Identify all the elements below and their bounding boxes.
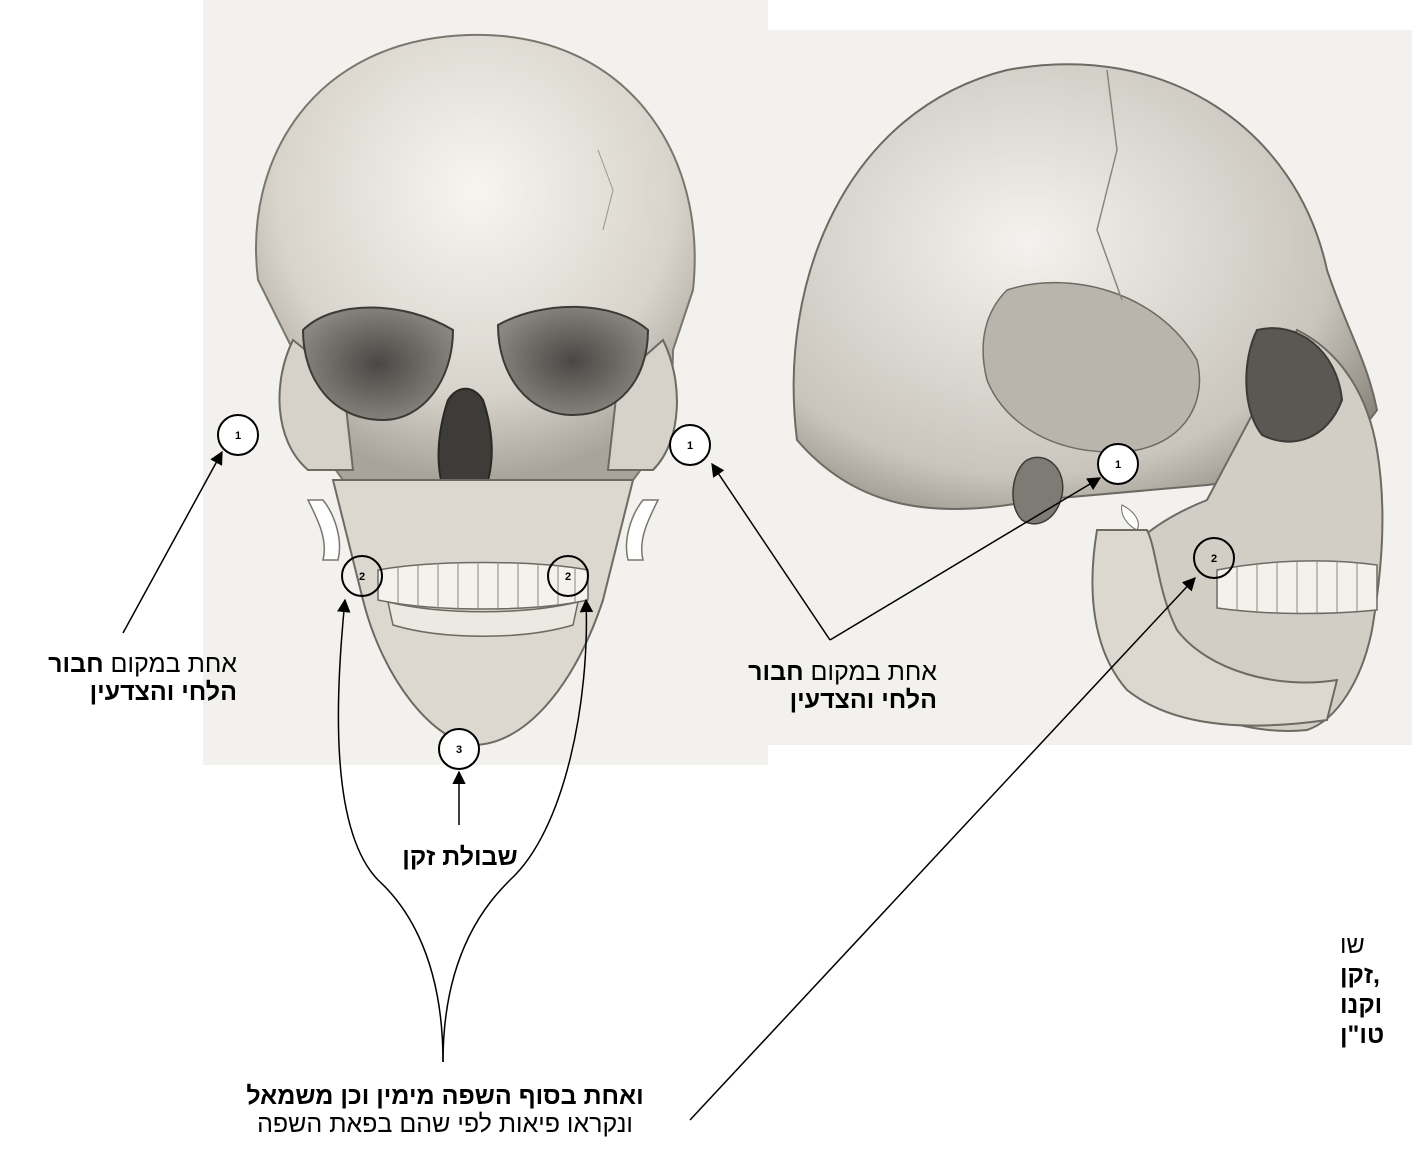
label-edge-line1: שו <box>1340 930 1412 960</box>
marker-number: 1 <box>235 430 241 442</box>
label-lip-ends-line2: ונקראו פיאות לפי שהם בפאת השפה <box>205 1110 685 1138</box>
marker-2-front-left: 2 <box>548 556 588 596</box>
label-lip-ends: ואחת בסוף השפה מימין וכן משמאל ונקראו פי… <box>205 1082 685 1138</box>
arrow-joint-front-left <box>712 464 830 640</box>
label-chin-text: שבולת זקן <box>402 843 517 871</box>
arrow-joint-side <box>830 478 1100 640</box>
arrow-lip-end-right <box>338 600 443 1062</box>
marker-number: 2 <box>1211 553 1217 565</box>
marker-1-front-right: 1 <box>218 415 258 455</box>
arrow-joint-front-right <box>123 452 222 633</box>
marker-1-side: 1 <box>1098 444 1138 484</box>
label-joint-prefix: אחת במקום <box>111 650 237 678</box>
marker-number: 1 <box>1115 459 1121 471</box>
arrow-lip-end-left <box>443 600 586 1062</box>
label-joint-prefix: אחת במקום <box>811 658 937 686</box>
label-joint-line2: הלחי והצדעין <box>48 678 237 706</box>
label-lip-ends-line1: ואחת בסוף השפה מימין וכן משמאל <box>205 1082 685 1110</box>
label-edge-line4: טו"ן <box>1340 1020 1412 1050</box>
marker-number: 2 <box>565 571 571 583</box>
marker-number: 1 <box>687 440 693 452</box>
label-edge-cut: שו זקן, וקנו טו"ן <box>1340 930 1412 1050</box>
marker-2-side: 2 <box>1194 538 1234 578</box>
label-joint-front: אחת במקום חבור הלחי והצדעין <box>48 650 237 706</box>
marker-number: 3 <box>456 744 462 756</box>
marker-2-front-right: 2 <box>342 556 382 596</box>
label-chin: שבולת זקן <box>385 843 535 871</box>
label-joint-side: אחת במקום חבור הלחי והצדעין <box>748 658 937 714</box>
label-edge-line3: וקנו <box>1340 990 1412 1020</box>
label-joint-bold: חבור <box>48 650 103 678</box>
marker-1-front-left: 1 <box>670 425 710 465</box>
label-joint-line2: הלחי והצדעין <box>748 686 937 714</box>
marker-number: 2 <box>359 571 365 583</box>
label-joint-bold: חבור <box>748 658 803 686</box>
marker-3-chin: 3 <box>439 729 479 769</box>
label-edge-line2: זקן, <box>1340 960 1412 990</box>
